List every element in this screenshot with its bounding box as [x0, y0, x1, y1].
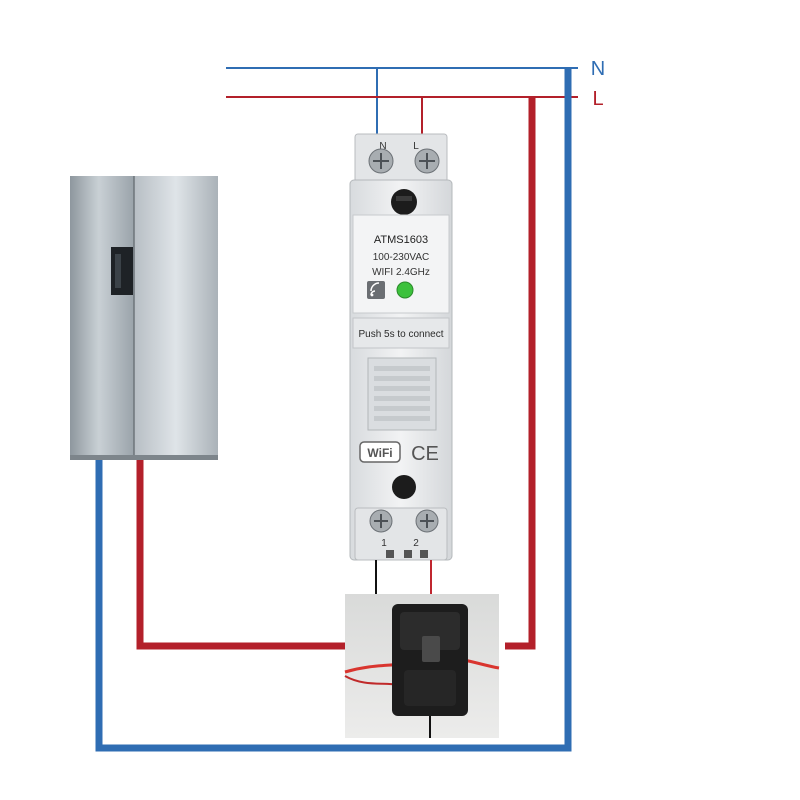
top-din-clip — [391, 189, 417, 215]
smart-energy-meter: N L ATMS1603 100-230VAC WIFI 2.4GHz Pus — [349, 133, 453, 561]
svg-text:WiFi: WiFi — [367, 446, 392, 460]
connect-hint: Push 5s to connect — [358, 329, 443, 340]
live-label: L — [592, 88, 603, 110]
current-transformer-photo — [344, 594, 500, 738]
live-line — [226, 96, 578, 134]
appliance-live-wire — [136, 456, 348, 650]
screw-terminal-2 — [415, 509, 439, 533]
terminal-label-2: 2 — [413, 538, 419, 549]
status-led — [396, 281, 414, 299]
neutral-label: N — [591, 58, 605, 80]
neutral-loop-wire — [95, 69, 572, 752]
screw-terminal-n — [368, 148, 394, 174]
bottom-din-clip — [392, 475, 416, 499]
wifi-band: WIFI 2.4GHz — [372, 267, 430, 278]
terminal-label-n: N — [379, 141, 386, 152]
wifi-logo: WiFi — [359, 441, 401, 463]
rocker-switch[interactable] — [367, 357, 437, 431]
model-name: ATMS1603 — [374, 234, 428, 246]
live-loop-wire — [505, 97, 536, 650]
screw-terminal-1 — [369, 509, 393, 533]
voltage-rating: 100-230VAC — [373, 252, 430, 263]
terminal-label-l: L — [413, 141, 419, 152]
neutral-line — [226, 67, 578, 134]
ce-mark: CE — [411, 443, 439, 465]
wifi-signal-icon — [367, 281, 385, 299]
refrigerator-icon — [70, 176, 218, 460]
connect-button-area[interactable] — [352, 317, 450, 349]
screw-terminal-l — [414, 148, 440, 174]
terminal-label-1: 1 — [381, 538, 387, 549]
